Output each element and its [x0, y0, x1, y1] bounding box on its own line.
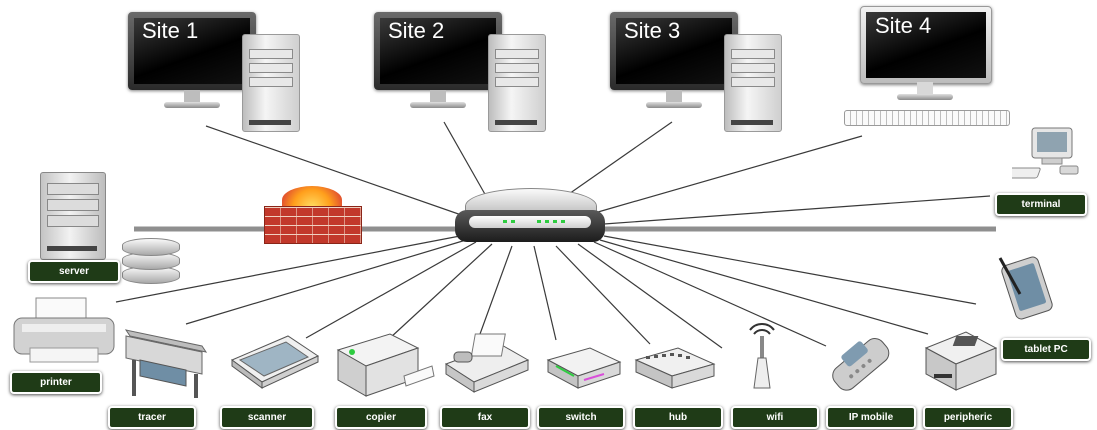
tower [488, 34, 546, 132]
site-label: Site 2 [388, 18, 445, 43]
link-printer [115, 235, 461, 303]
terminal-icon[interactable] [1012, 126, 1082, 184]
link-switch [533, 245, 557, 341]
tower [724, 34, 782, 132]
label-ip-mobile: IP mobile [826, 406, 916, 429]
monitor: Site 4 [860, 6, 992, 84]
link-site4 [597, 135, 863, 213]
tablet-icon[interactable] [996, 254, 1060, 328]
monitor: Site 2 [374, 12, 502, 90]
peripheric-icon[interactable] [920, 326, 1002, 394]
monitor: Site 1 [128, 12, 256, 90]
link-scanner [305, 241, 477, 339]
link-site1 [205, 125, 471, 219]
label-wifi: wifi [731, 406, 819, 429]
ip-mobile-icon[interactable] [824, 338, 894, 394]
site-label: Site 3 [624, 18, 681, 43]
label-printer: printer [10, 371, 102, 394]
switch-icon[interactable] [544, 344, 624, 392]
label-peripheric: peripheric [923, 406, 1013, 429]
link-tracer [185, 239, 467, 325]
link-peripheric [599, 239, 929, 335]
link-hub [555, 245, 651, 345]
link-wifi [577, 243, 723, 349]
link-copier [389, 243, 493, 339]
label-copier: copier [335, 406, 427, 429]
router-icon[interactable] [455, 188, 605, 244]
label-tablet-pc: tablet PC [1001, 338, 1091, 361]
tracer-icon[interactable] [122, 316, 214, 400]
site-2-computer[interactable]: Site 2 [374, 12, 546, 132]
fax-icon[interactable] [440, 330, 532, 396]
site-3-computer[interactable]: Site 3 [610, 12, 782, 132]
link-terminal [603, 195, 991, 225]
link-tablet [603, 235, 977, 305]
link-fax [479, 245, 513, 335]
monitor: Site 3 [610, 12, 738, 90]
label-tracer: tracer [108, 406, 196, 429]
site-label: Site 1 [142, 18, 199, 43]
label-hub: hub [633, 406, 723, 429]
site-label: Site 4 [875, 13, 932, 38]
keyboard [844, 110, 1010, 126]
link-site2 [443, 121, 487, 197]
link-ipmobile [593, 241, 827, 347]
site-4-computer[interactable]: Site 4 [844, 6, 1010, 130]
label-server: server [28, 260, 120, 283]
database-icon[interactable] [122, 234, 180, 284]
tower [242, 34, 300, 132]
copier-icon[interactable] [334, 330, 436, 400]
label-scanner: scanner [220, 406, 314, 429]
firewall-icon[interactable] [264, 186, 362, 244]
scanner-icon[interactable] [228, 330, 322, 392]
printer-icon[interactable] [10, 296, 118, 368]
label-switch: switch [537, 406, 625, 429]
hub-icon[interactable] [632, 344, 718, 392]
label-terminal: terminal [995, 193, 1087, 216]
label-fax: fax [440, 406, 530, 429]
site-1-computer[interactable]: Site 1 [128, 12, 300, 132]
wifi-icon[interactable] [744, 322, 780, 394]
link-site3 [565, 121, 673, 197]
server-icon[interactable] [40, 172, 106, 260]
